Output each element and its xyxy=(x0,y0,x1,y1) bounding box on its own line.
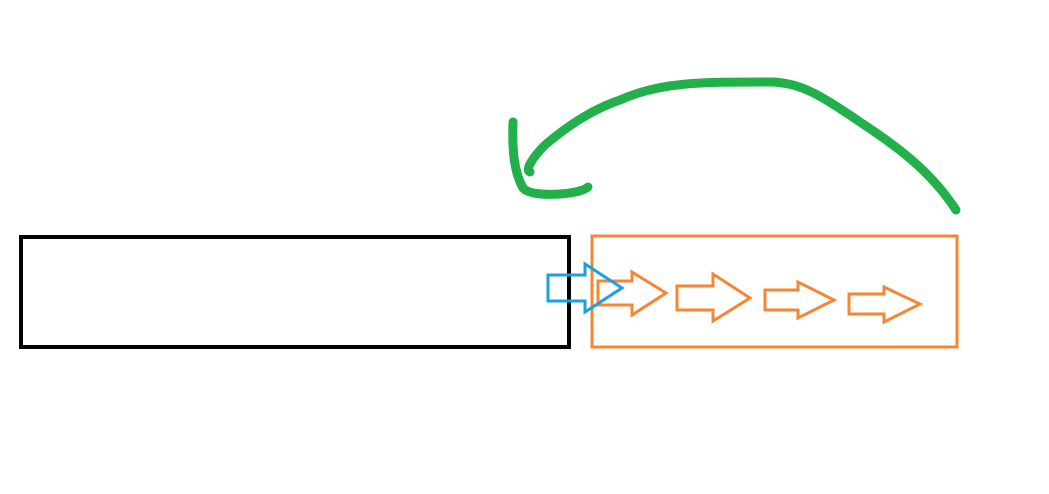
orange-arrow-2-icon xyxy=(675,271,753,324)
green-curve xyxy=(523,77,961,215)
green-arrowhead-bottom xyxy=(518,182,593,199)
orange-arrow-3-icon xyxy=(763,279,838,321)
green-return-arrow-icon xyxy=(508,77,961,215)
green-arrowhead-left xyxy=(508,117,528,193)
blue-entry-arrow-icon xyxy=(546,261,625,315)
left-box xyxy=(19,235,571,349)
orange-arrow-1-icon xyxy=(596,269,669,318)
orange-arrow-4-icon xyxy=(847,284,924,325)
right-box xyxy=(590,234,959,349)
orange-arrow-group xyxy=(596,269,924,325)
